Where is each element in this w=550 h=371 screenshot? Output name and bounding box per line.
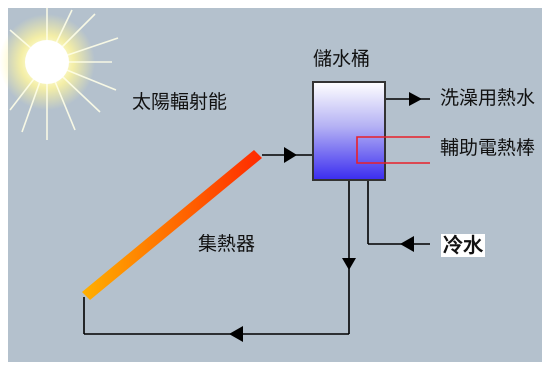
arrow-to-tank <box>284 147 297 163</box>
sun-icon <box>0 8 119 140</box>
arrow-cold-in <box>400 236 414 252</box>
aux-heater-label: 輔助電熱棒 <box>440 137 536 159</box>
diagram-background <box>8 8 542 362</box>
arrow-down <box>342 258 356 270</box>
arrow-hot-out <box>409 92 422 106</box>
arrow-return <box>229 326 243 342</box>
storage-tank-label: 儲水桶 <box>313 48 371 70</box>
solar-collector <box>82 150 262 300</box>
pipe-network <box>83 98 430 335</box>
storage-tank <box>312 81 386 181</box>
collector-label: 集熱器 <box>198 233 256 255</box>
flow-arrows <box>229 92 422 342</box>
cold-water-label: 冷水 <box>441 233 485 257</box>
heater-rod <box>356 136 430 164</box>
solar-energy-label: 太陽輻射能 <box>132 91 228 113</box>
bath-water-label: 洗澡用熱水 <box>440 87 536 109</box>
